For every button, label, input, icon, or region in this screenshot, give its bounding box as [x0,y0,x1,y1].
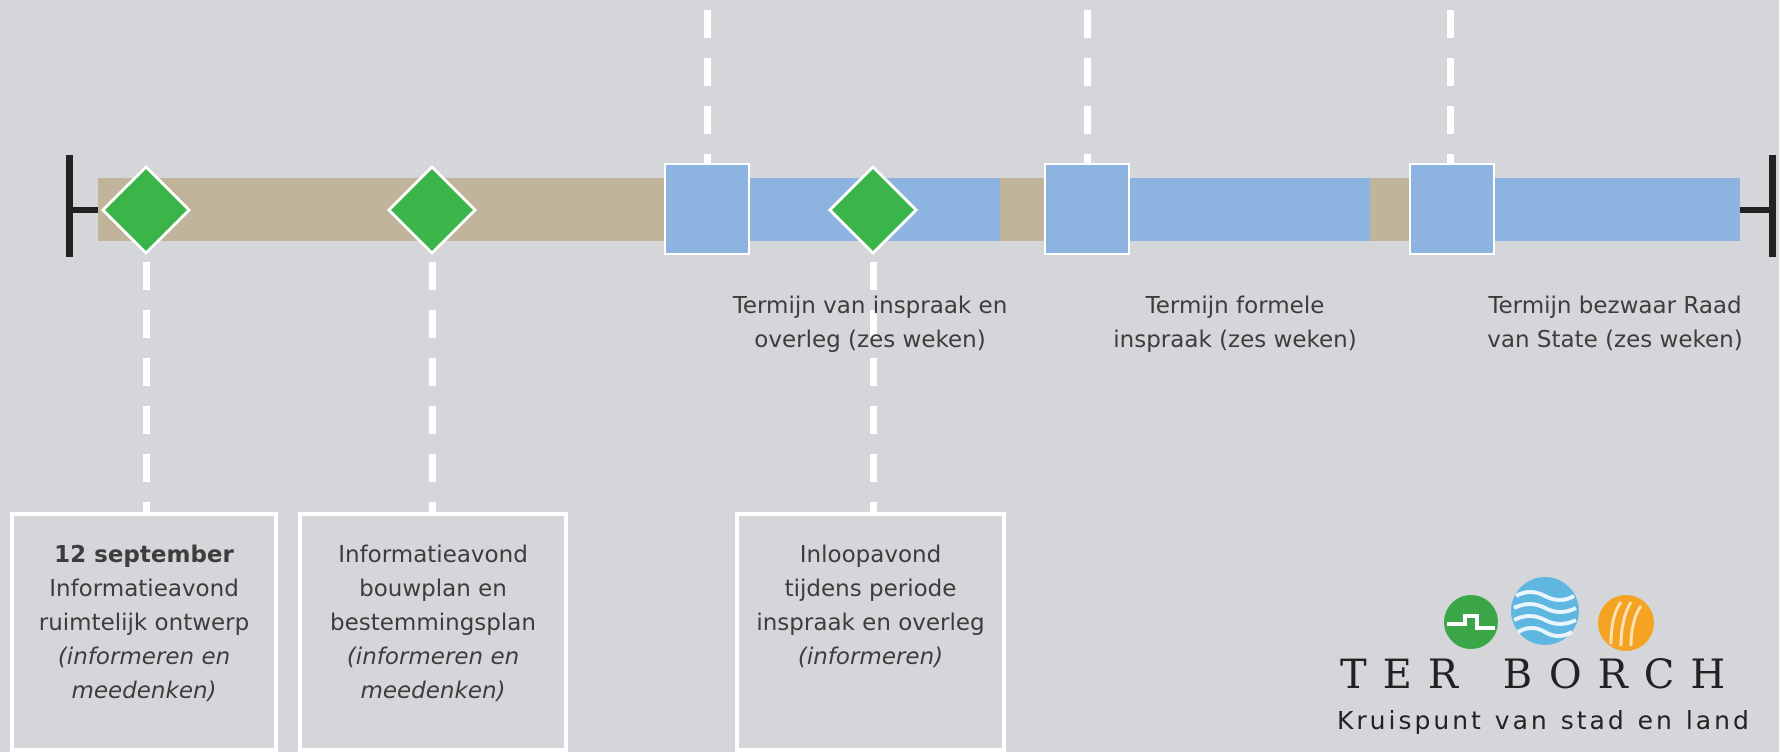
timeline-end-cap [1769,155,1776,257]
guide-line-period-2 [1084,10,1091,165]
period-label-line: Termijn van inspraak en [732,293,1008,319]
logo-title: TER BORCH [1340,652,1742,698]
period-label-formele-inspraak: Termijn formele inspraak (zes weken) [1080,289,1390,357]
period-label-line: Termijn formele [1145,293,1325,319]
period-start-marker-2 [1044,163,1130,255]
event-box-informatieavond-bouwplan: Informatieavond bouwplan en bestemmingsp… [298,512,568,752]
period-start-marker-1 [664,163,750,255]
period-label-line: inspraak (zes weken) [1113,327,1357,353]
guide-line-period-1 [704,10,711,165]
event-note: (informeren) [797,644,944,670]
event-title-line: Informatieavond [338,542,528,568]
orange-grain-icon [1598,595,1654,651]
guide-line-period-3 [1447,10,1454,165]
event-title-line: tijdens periode [784,576,957,602]
guide-line-event-2 [429,262,436,512]
event-note: (informeren en [57,644,231,670]
track-segment-gap-1 [1000,178,1048,241]
event-note: (informeren en [346,644,520,670]
period-label-inspraak-overleg: Termijn van inspraak en overleg (zes wek… [715,289,1025,357]
event-note: meedenken) [71,678,217,704]
event-box-informatieavond-ruimtelijk: 12 september Informatieavond ruimtelijk … [10,512,278,752]
period-label-line: Termijn bezwaar Raad [1488,293,1742,319]
guide-line-event-1 [143,262,150,512]
event-box-inloopavond: Inloopavond tijdens periode inspraak en … [735,512,1006,752]
track-segment-gap-2 [1370,178,1414,241]
logo-subtitle: Kruispunt van stad en land [1337,706,1752,735]
timeline-end-stub [1740,207,1772,213]
timeline-start-stub [66,207,98,213]
period-label-bezwaar: Termijn bezwaar Raad van State (zes weke… [1460,289,1770,357]
track-segment-pre [98,178,668,241]
event-title-line: Informatieavond [49,576,239,602]
event-date: 12 september [54,542,234,568]
event-title-line: bestemmingsplan [330,610,536,636]
guide-line-event-3 [870,262,877,512]
event-title-line: ruimtelijk ontwerp [38,610,250,636]
period-start-marker-3 [1409,163,1495,255]
event-note: meedenken) [360,678,506,704]
period-label-line: overleg (zes weken) [754,327,986,353]
green-circle-icon [1444,595,1498,649]
event-title-line: inspraak en overleg [756,610,985,636]
track-period-2 [1128,178,1370,241]
event-title-line: bouwplan en [359,576,507,602]
period-label-line: van State (zes weken) [1487,327,1743,353]
track-period-3 [1494,178,1740,241]
blue-waves-icon [1511,577,1579,645]
event-title-line: Inloopavond [799,542,942,568]
timeline-start-cap [66,155,73,257]
